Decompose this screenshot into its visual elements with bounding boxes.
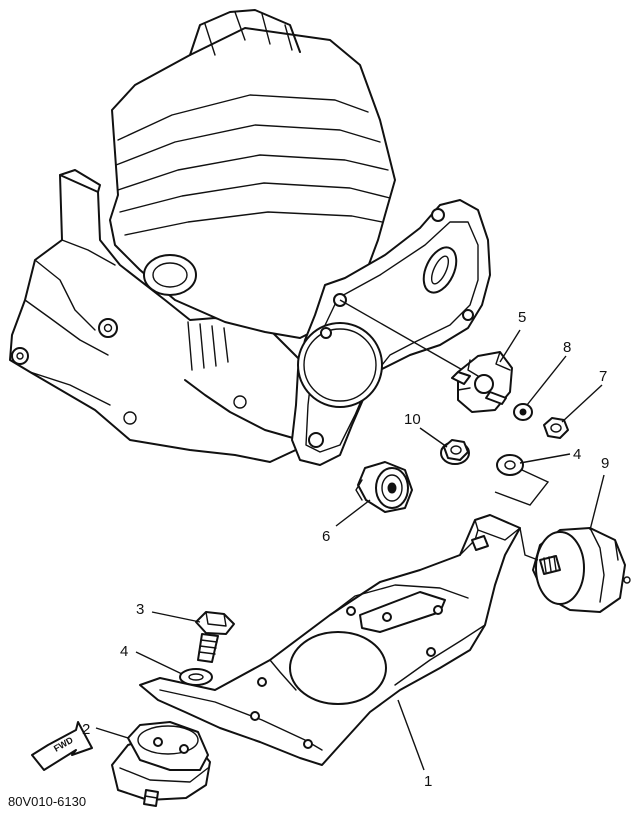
callout-1: 1 [424, 773, 432, 790]
cylinder-port [143, 254, 197, 296]
part-10-flange-nut [440, 439, 470, 465]
part-2-engine-mount [111, 721, 211, 807]
callout-5: 5 [518, 309, 526, 326]
part-4-washer-upper [496, 454, 524, 476]
part-6-rubber-bushing [355, 461, 413, 513]
gasket-hole [462, 309, 474, 321]
callout-8: 8 [563, 339, 571, 356]
callout-10: 10 [404, 411, 421, 428]
crankcase-boss [98, 318, 118, 338]
guide-line [519, 527, 539, 561]
part-1-mount-plate [139, 514, 521, 766]
alignment-line [339, 299, 467, 373]
callout-3: 3 [136, 601, 144, 618]
part-8-washer [513, 403, 533, 421]
gasket-opening [297, 322, 383, 408]
callout-4-lower: 4 [120, 643, 128, 660]
part-9-engine-mount [532, 527, 631, 613]
guide-line [494, 469, 550, 506]
callout-4-upper: 4 [573, 446, 581, 463]
drawing-code: 80V010-6130 [8, 794, 86, 809]
fwd-arrow-icon: FWD [31, 721, 93, 771]
gasket-hole [431, 208, 445, 222]
part-5-stud-plate [451, 351, 513, 413]
engine-block [9, 9, 396, 463]
gasket-hole [320, 327, 332, 339]
callout-labels: 5 8 7 10 4 9 6 3 4 2 1 [82, 309, 609, 790]
part-4-washer-lower [179, 668, 213, 686]
callout-9: 9 [601, 455, 609, 472]
leader-lines [95, 329, 605, 771]
gasket-hole [308, 432, 324, 448]
gasket-cover [291, 199, 491, 466]
part-7-nut [543, 417, 569, 439]
callout-2: 2 [82, 721, 90, 738]
callout-6: 6 [322, 528, 330, 545]
part-3-bolt [195, 611, 235, 663]
crankcase-tab [59, 169, 101, 193]
callout-7: 7 [599, 368, 607, 385]
crankcase-boss [11, 347, 29, 365]
